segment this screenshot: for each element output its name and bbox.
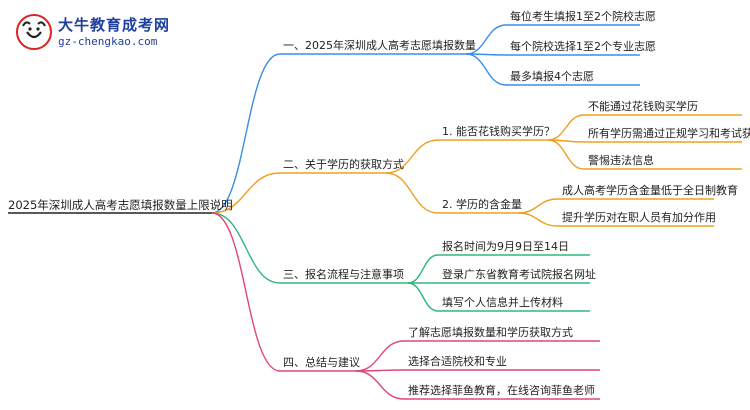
- branch-2-label: 二、关于学历的获取方式: [283, 158, 404, 171]
- logo: 大牛教育成考网 gz-chengkao.com: [14, 12, 184, 52]
- connector-b2-sub2-leaf-2: [517, 212, 559, 227]
- connector-root-b1: [211, 53, 281, 214]
- bull-logo-icon: [16, 14, 52, 50]
- branch-1-item-3: 最多填报4个志愿: [510, 70, 594, 83]
- connector-b3-item-3: [407, 282, 439, 312]
- connector-root-b4: [211, 212, 281, 372]
- branch-4-label: 四、总结与建议: [283, 356, 360, 369]
- connector-b4-item-3: [355, 370, 405, 400]
- branch-3-item-3: 填写个人信息并上传材料: [442, 296, 563, 309]
- connector-b1-item-3: [465, 53, 507, 86]
- connector-b4-item-1: [355, 340, 405, 372]
- branch-2-sub-1-leaf-3: 警惕违法信息: [588, 154, 654, 167]
- connector-b2-sub2: [385, 172, 439, 214]
- connector-b3-item-1: [407, 254, 439, 284]
- connector-b1-item-1: [465, 24, 507, 55]
- branch-2-sub-1-leaf-2: 所有学历需通过正规学习和考试获取: [588, 127, 750, 140]
- connector-root-b2: [211, 172, 281, 214]
- branch-3-item-2: 登录广东省教育考试院报名网址: [442, 268, 596, 281]
- branch-1-item-1: 每位考生填报1至2个院校志愿: [510, 10, 656, 23]
- connector-b2-sub2-leaf-1: [517, 198, 559, 214]
- branch-1-label: 一、2025年深圳成人高考志愿填报数量: [283, 39, 476, 52]
- branch-4-item-3: 推荐选择菲鱼教育，在线咨询菲鱼老师: [408, 384, 595, 397]
- branch-2-sub-2-leaf-1: 成人高考学历含金量低于全日制教育: [562, 184, 738, 197]
- branch-1-item-2: 每个院校选择1至2个专业志愿: [510, 40, 656, 53]
- branch-4-item-2: 选择合适院校和专业: [408, 355, 507, 368]
- branch-4-item-1: 了解志愿填报数量和学历获取方式: [408, 326, 573, 339]
- connector-b2-sub1-leaf-3: [547, 139, 585, 170]
- branch-3-item-1: 报名时间为9月9日至14日: [442, 240, 569, 253]
- connector-root-b3: [211, 212, 281, 284]
- branch-3-label: 三、报名流程与注意事项: [283, 268, 404, 281]
- connector-b2-sub1: [385, 139, 439, 174]
- logo-url: gz-chengkao.com: [58, 35, 158, 48]
- connector-b2-sub1-leaf-1: [547, 114, 585, 141]
- branch-2-sub-1-leaf-1: 不能通过花钱购买学历: [588, 100, 698, 113]
- logo-title: 大牛教育成考网: [58, 16, 171, 34]
- branch-2-sub-1: 1. 能否花钱购买学历？: [442, 125, 555, 138]
- branch-2-sub-2-leaf-2: 提升学历对在职人员有加分作用: [562, 211, 716, 224]
- branch-2-sub-2: 2. 学历的含金量: [442, 198, 522, 211]
- root-topic: 2025年深圳成人高考志愿填报数量上限说明: [8, 198, 233, 212]
